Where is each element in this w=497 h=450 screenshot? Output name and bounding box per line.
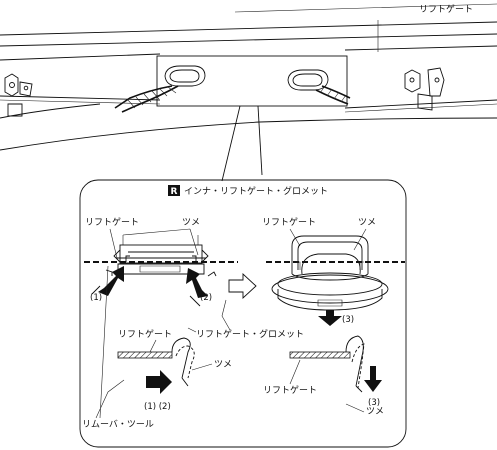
liftgate-overview: リフトゲート [0,3,497,151]
label-liftgate-grommet: リフトゲート・グロメット [196,328,304,340]
claw-release-view: リフトゲート リフトゲート・グロメット ツメ (1) (2) リムーバ・ツール [82,265,304,430]
label-claw-c: ツメ [214,360,232,370]
step-3-arrow [318,310,342,326]
label-step-3-bottom: (3) [368,398,380,408]
label-step-3-top: (3) [342,315,354,325]
label-step-1-2: (1) (2) [144,402,171,412]
label-liftgate-a: リフトゲート [85,216,139,228]
callout-leader-right [257,105,263,176]
label-claw-d: ツメ [366,407,384,417]
callout-leader-left [221,105,241,182]
section-badge [168,185,180,196]
transition-arrow [228,272,257,300]
tool-arrow-1 [98,266,124,296]
tool-push-arrow [146,370,172,394]
label-step-2: (2) [200,293,212,303]
grommet-removed-view: リフトゲート ツメ (3) [262,216,405,326]
label-liftgate-top: リフトゲート [419,3,473,15]
label-liftgate-b: リフトゲート [262,216,316,228]
claw-released-view: (3) リフトゲート ツメ [263,335,384,417]
label-removal-tool: リムーバ・ツール [82,419,154,430]
label-claw-b: ツメ [358,218,376,228]
label-liftgate-d: リフトゲート [263,384,317,396]
grommet-section-view: リフトゲート ツメ (1) (2) [84,216,238,307]
section-badge-text: R [171,187,178,197]
label-liftgate-c: リフトゲート [118,328,172,340]
label-step-1: (1) [90,293,102,303]
step-3-down-arrow [364,366,382,392]
detail-callout-frame [79,179,407,448]
section-title: インナ・リフトゲート・グロメット [184,185,328,197]
label-claw-a: ツメ [182,218,200,228]
tool-arrow-2 [186,268,208,298]
